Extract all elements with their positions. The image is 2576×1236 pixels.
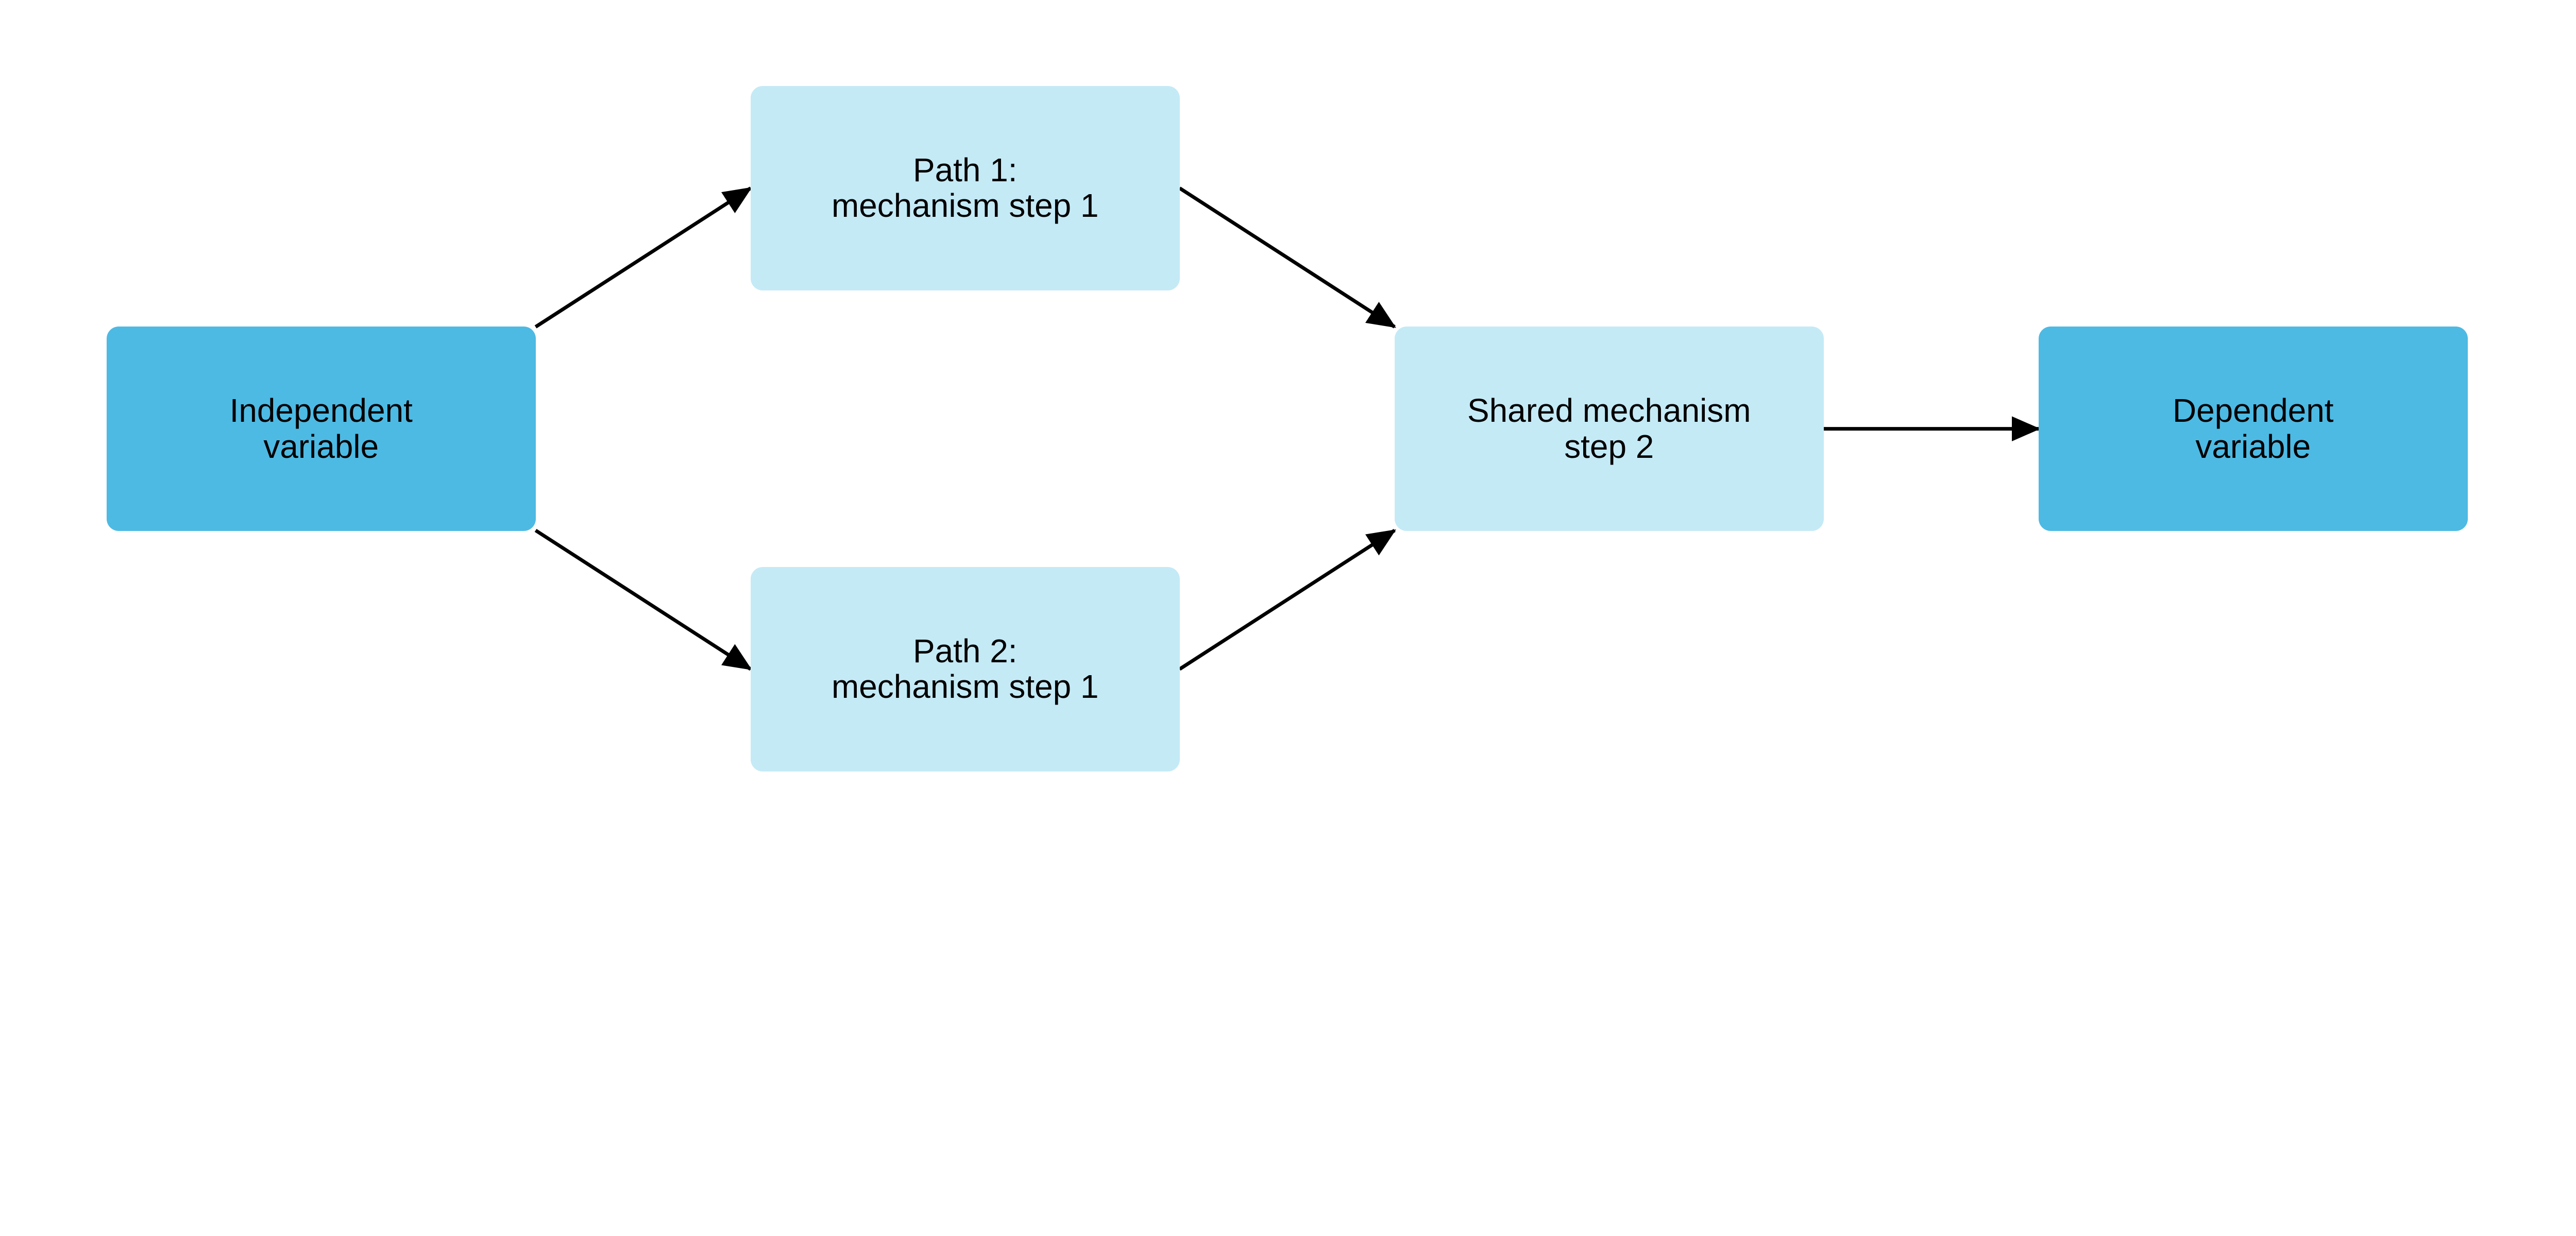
node-path2-step1: Path 2: mechanism step 1 — [750, 566, 1180, 771]
arrow-path1-to-shared — [1178, 186, 1396, 329]
node-label-line2: variable — [263, 427, 379, 465]
arrow-path2-to-shared — [1178, 528, 1396, 671]
arrows-layer — [534, 186, 2041, 671]
node-label-line2: mechanism step 1 — [832, 668, 1099, 706]
arrow-independent-to-path2 — [534, 528, 752, 671]
node-label-line1: Independent — [229, 392, 413, 430]
node-label-line1: Shared mechanism — [1467, 392, 1751, 430]
node-path1-step1: Path 1: mechanism step 1 — [750, 85, 1180, 290]
node-label-line2: variable — [2195, 427, 2311, 465]
node-label-line1: Path 1: — [913, 151, 1018, 188]
node-label-line1: Dependent — [2172, 392, 2334, 430]
node-shared-mechanism: Shared mechanism step 2 — [1394, 326, 1824, 531]
node-label-line1: Path 2: — [913, 632, 1018, 670]
diagram-canvas: Independent variable Path 1: mechanism s… — [106, 85, 2468, 771]
node-label-line2: mechanism step 1 — [832, 187, 1099, 225]
node-label-line2: step 2 — [1564, 427, 1654, 465]
arrow-independent-to-path1 — [534, 186, 752, 329]
node-dependent-variable: Dependent variable — [2038, 326, 2468, 531]
node-independent-variable: Independent variable — [106, 326, 536, 531]
